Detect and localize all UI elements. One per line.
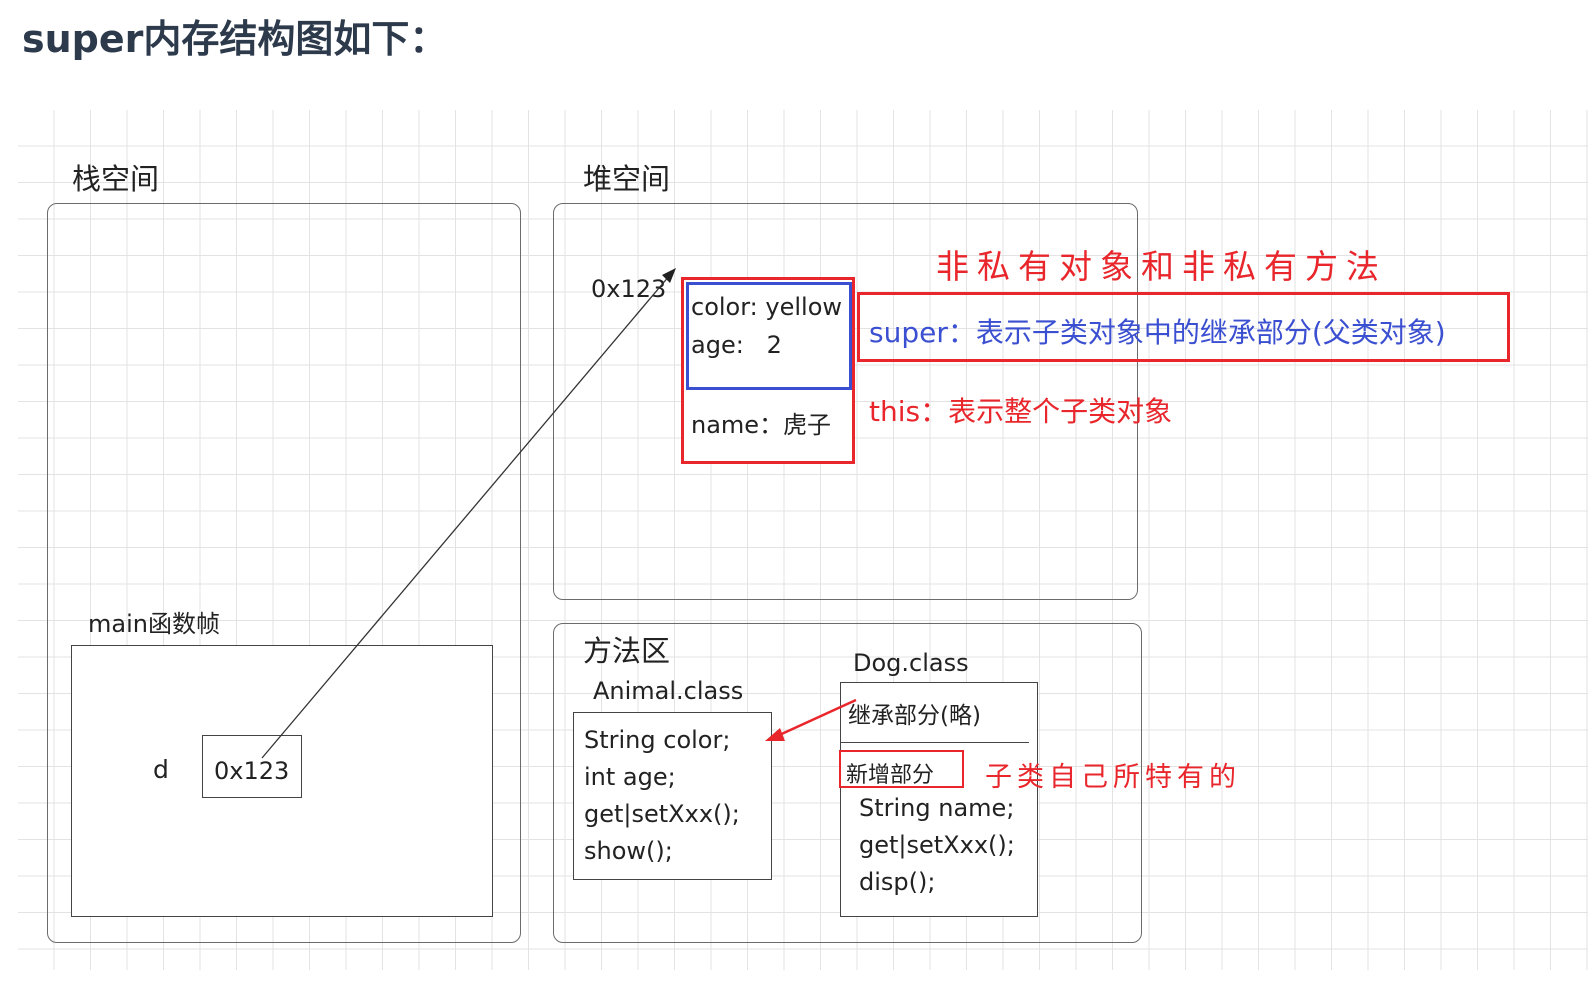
- added-part-box: [839, 750, 964, 788]
- heap-address: 0x123: [591, 275, 667, 303]
- stack-region: [47, 203, 521, 943]
- method-area-region: [553, 623, 1142, 943]
- reference-arrow-line: [261, 274, 671, 759]
- dog-member: String name;: [859, 794, 1015, 822]
- animal-member: get|setXxx();: [584, 800, 740, 828]
- dog-class-box: [840, 682, 1038, 917]
- dog-inherited-part: 继承部分(略): [848, 703, 981, 729]
- field-color: color: yellow: [691, 293, 843, 321]
- stack-title: 栈空间: [72, 162, 160, 196]
- heap-title: 堆空间: [583, 162, 671, 196]
- method-area-title: 方法区: [583, 634, 671, 668]
- dog-divider: [840, 742, 1029, 743]
- var-d-value: 0x123: [214, 757, 290, 785]
- super-note: super：表示子类对象中的继承部分(父类对象): [869, 316, 1446, 349]
- animal-member: show();: [584, 837, 673, 865]
- inheritance-arrowhead: [765, 728, 785, 741]
- main-frame-label: main函数帧: [88, 610, 220, 638]
- heap-region: [553, 203, 1138, 600]
- super-part-box: [686, 282, 852, 390]
- dog-class-name: Dog.class: [853, 649, 969, 677]
- annotation-nonprivate: 非私有对象和非私有方法: [936, 247, 1387, 286]
- this-note: this：表示整个子类对象: [869, 395, 1173, 428]
- animal-class-box: [573, 712, 772, 880]
- diagram-canvas: [18, 110, 1588, 970]
- dog-added-label: 新增部分: [846, 763, 935, 788]
- dog-member: get|setXxx();: [859, 831, 1015, 859]
- dog-member: disp();: [859, 868, 936, 896]
- page-heading: super内存结构图如下：: [22, 17, 448, 61]
- reference-arrowhead: [662, 268, 676, 283]
- field-name: name：虎子: [691, 411, 832, 439]
- animal-member: int age;: [584, 763, 676, 791]
- var-d-box: [202, 735, 302, 798]
- super-note-box: [857, 292, 1510, 362]
- dog-added-note: 子类自己所特有的: [985, 762, 1241, 793]
- inheritance-arrow-line: [774, 698, 857, 739]
- animal-class-name: Animal.class: [593, 677, 744, 705]
- field-age: age: 2: [691, 331, 782, 359]
- var-d-label: d: [153, 755, 169, 784]
- animal-member: String color;: [584, 726, 731, 754]
